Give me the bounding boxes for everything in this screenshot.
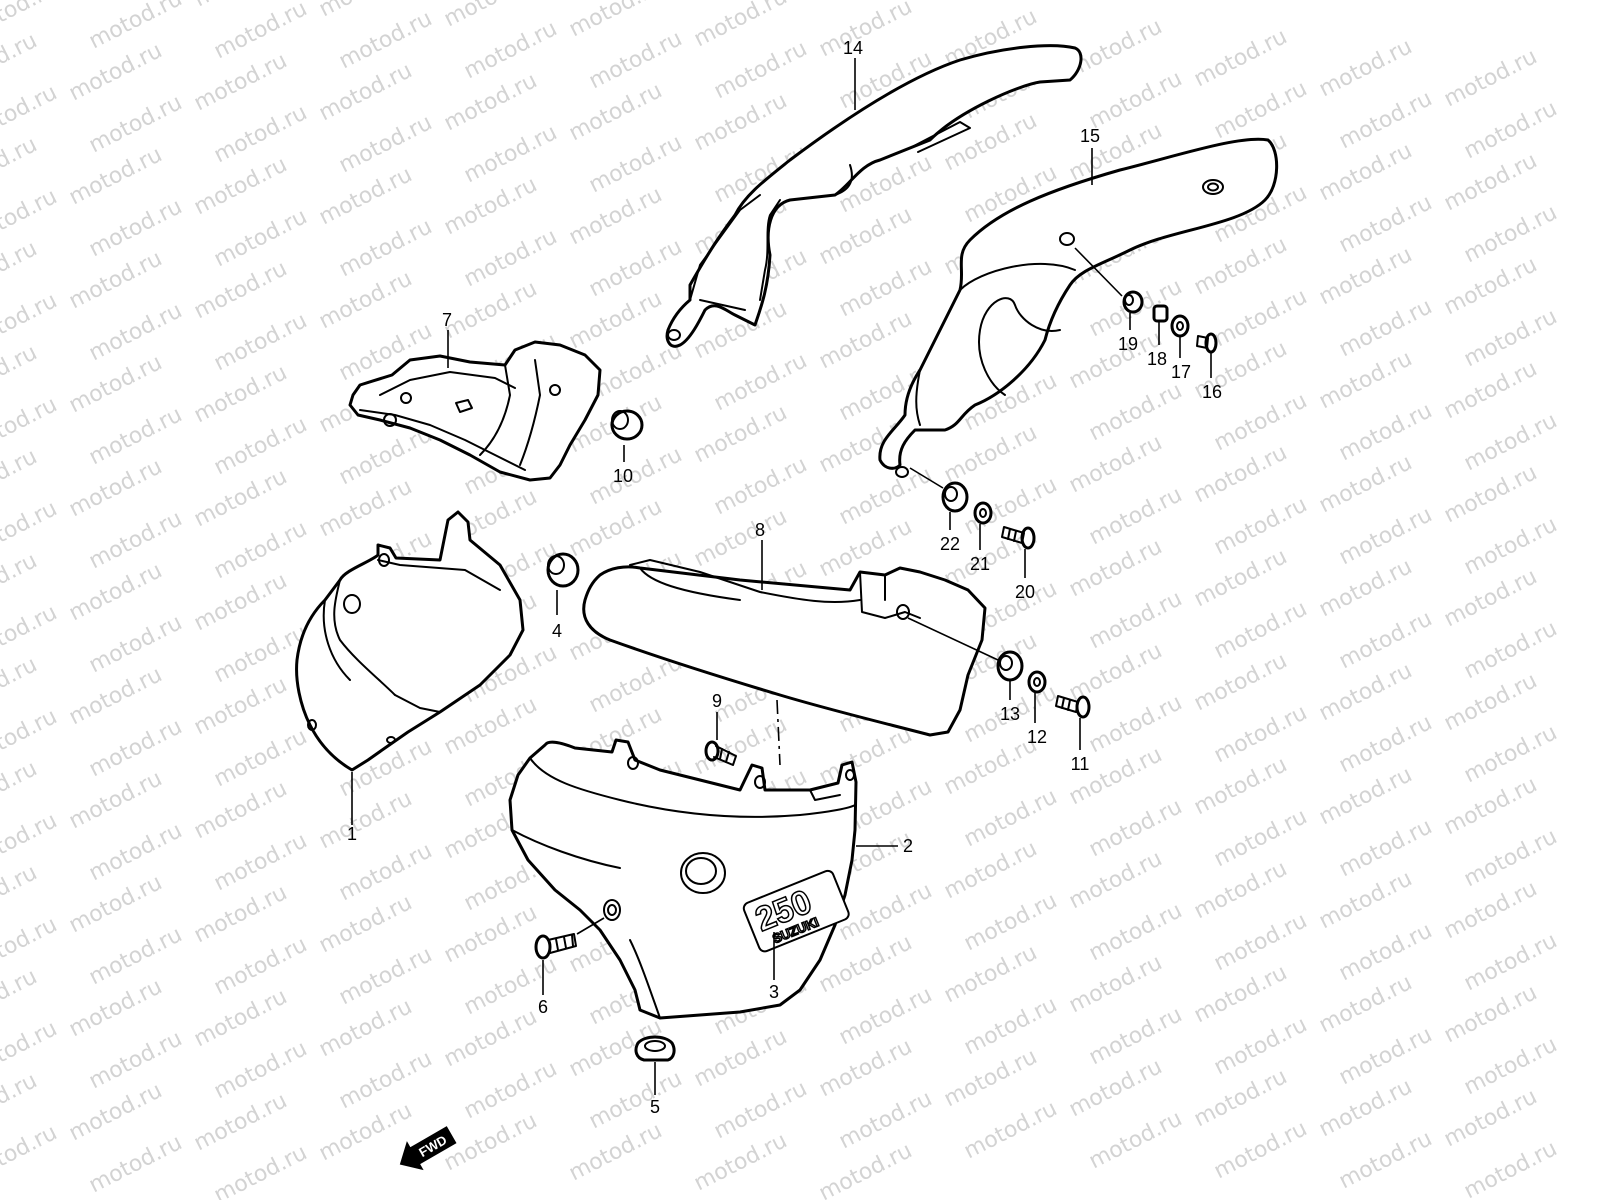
callout-21: 21 bbox=[970, 554, 990, 574]
callout-2: 2 bbox=[903, 836, 913, 856]
callout-17: 17 bbox=[1171, 362, 1191, 382]
part-1-front-side-cover bbox=[295, 510, 525, 772]
part-13-grommet bbox=[996, 650, 1024, 682]
callout-19: 19 bbox=[1118, 334, 1138, 354]
callout-8: 8 bbox=[755, 520, 765, 540]
parts-11-13-hardware bbox=[996, 650, 1091, 719]
part-7-bracket bbox=[348, 340, 602, 482]
callout-3: 3 bbox=[769, 982, 779, 1002]
callout-9: 9 bbox=[712, 691, 722, 711]
callout-numbers: 14 15 7 10 4 8 9 1 2 3 6 5 19 18 17 16 2… bbox=[347, 38, 1222, 1117]
callout-12: 12 bbox=[1027, 727, 1047, 747]
callout-11: 11 bbox=[1071, 754, 1090, 774]
callout-5: 5 bbox=[650, 1097, 660, 1117]
callout-7: 7 bbox=[442, 310, 452, 330]
parts-20-22-hardware bbox=[941, 481, 1036, 550]
part-14-upper-frame-cover bbox=[665, 44, 1083, 348]
part-18-collar bbox=[1152, 304, 1169, 323]
parts-16-19-hardware bbox=[1122, 290, 1218, 354]
part-10-grommet bbox=[610, 409, 644, 441]
part-8-lower-side-cover bbox=[582, 559, 987, 737]
callout-13: 13 bbox=[1000, 704, 1020, 724]
part-21-washer bbox=[973, 501, 993, 525]
part-17-washer bbox=[1170, 314, 1190, 338]
assembly-lines bbox=[576, 247, 1123, 935]
callout-14: 14 bbox=[843, 38, 863, 58]
callout-20: 20 bbox=[1015, 582, 1035, 602]
callout-22: 22 bbox=[940, 534, 960, 554]
part-22-grommet bbox=[941, 481, 969, 513]
part-3-emblem: 250 SUZUKI bbox=[742, 869, 850, 953]
callout-1: 1 bbox=[347, 824, 357, 844]
callout-leaders bbox=[351, 58, 1212, 1095]
part-9-screw bbox=[704, 740, 737, 766]
fwd-arrow-icon: FWD bbox=[399, 1126, 457, 1171]
callout-15: 15 bbox=[1080, 126, 1100, 146]
part-15-rear-side-cover bbox=[878, 137, 1279, 478]
part-11-screw-head bbox=[1075, 695, 1091, 719]
callout-18: 18 bbox=[1147, 349, 1167, 369]
callout-6: 6 bbox=[538, 997, 548, 1017]
part-6-screw bbox=[534, 933, 577, 960]
part-5-grommet bbox=[634, 1035, 676, 1062]
part-4-grommet bbox=[546, 552, 580, 588]
part-12-washer bbox=[1027, 670, 1047, 694]
callout-10: 10 bbox=[613, 466, 633, 486]
callout-16: 16 bbox=[1202, 382, 1222, 402]
callout-4: 4 bbox=[552, 621, 562, 641]
